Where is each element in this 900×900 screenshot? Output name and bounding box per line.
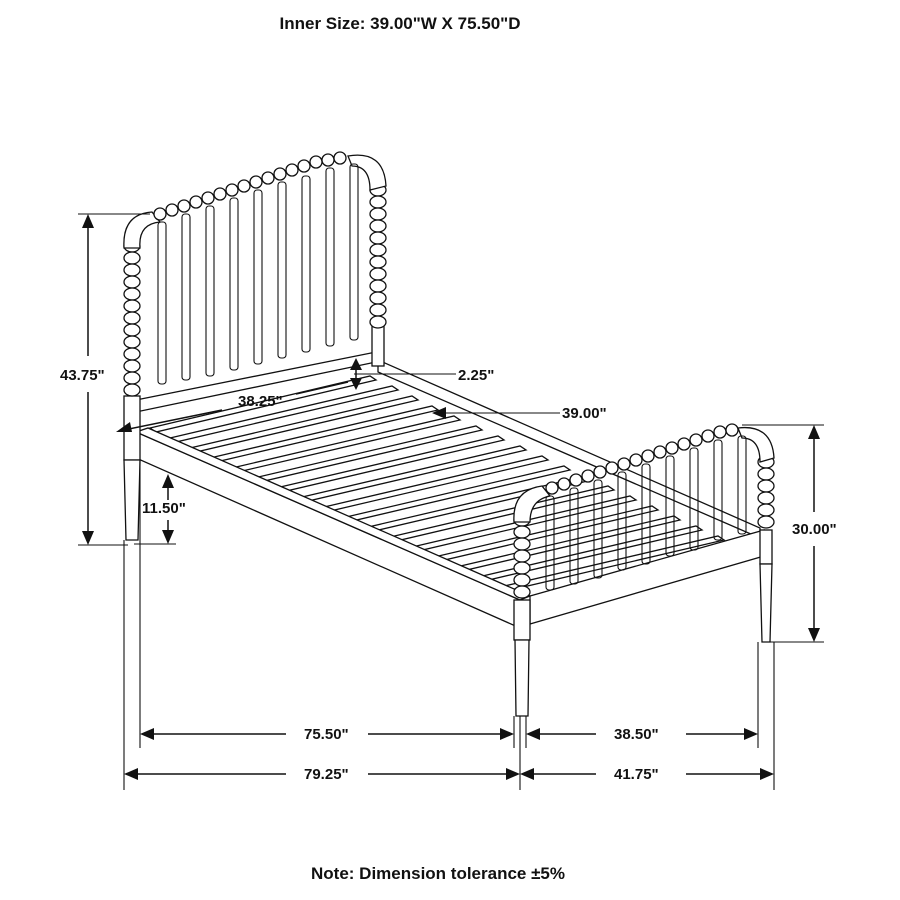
label-11-50: 11.50" [142,500,186,517]
label-79-25: 79.25" [304,766,349,783]
label-30-00: 30.00" [792,521,837,538]
inner-size-title: Inner Size: 39.00"W X 75.50"D [279,14,521,33]
label-43-75: 43.75" [60,367,105,384]
headboard [123,151,387,541]
dim-base-width: 38.50" [526,726,758,743]
dim-footboard-height: 30.00" [742,424,837,643]
dim-inner-width: 39.00" [432,405,607,422]
dim-inner-length: 75.50" [140,726,514,743]
tolerance-note: Note: Dimension tolerance ±5% [311,864,565,883]
extension-lines [123,460,775,790]
dim-headrail-width: 38.25" [116,381,349,432]
bed-slats [148,375,726,593]
label-41-75: 41.75" [614,766,659,783]
dim-overall-length: 79.25" [124,766,520,783]
label-38-25: 38.25" [238,393,283,410]
label-75-50: 75.50" [304,726,349,743]
dim-slat-support: 2.25" [350,358,494,390]
label-38-50: 38.50" [614,726,659,743]
label-2-25: 2.25" [458,367,494,384]
label-39-00: 39.00" [562,405,607,422]
footboard [513,423,775,717]
dim-rail-height: 11.50" [134,474,186,545]
dim-headboard-height: 43.75" [60,213,150,546]
dim-overall-width: 41.75" [520,766,774,783]
bed-frame [134,351,765,629]
